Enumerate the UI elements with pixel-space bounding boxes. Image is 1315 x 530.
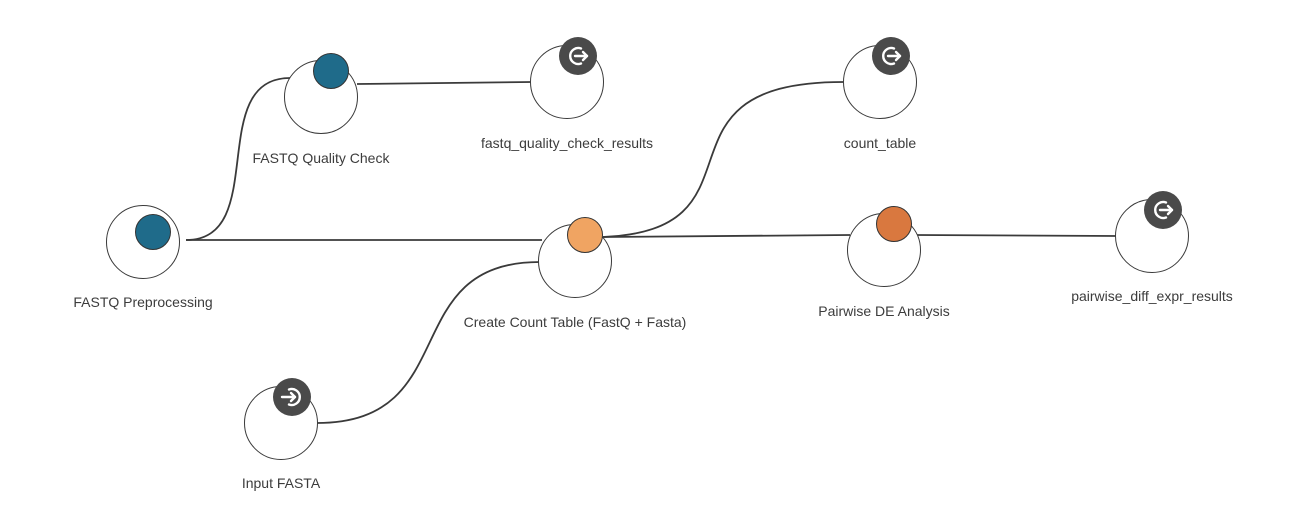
input-icon xyxy=(273,378,311,416)
node-label-fastq-preprocessing: FASTQ Preprocessing xyxy=(73,294,213,310)
edge-input-fasta-to-count-table xyxy=(316,261,541,424)
output-icon xyxy=(872,37,910,75)
node-input-fasta[interactable] xyxy=(244,378,318,460)
step-status-dot xyxy=(876,206,912,242)
node-label-fastq-quality-check: FASTQ Quality Check xyxy=(252,150,390,166)
node-pairwise-diff-expr-results[interactable] xyxy=(1115,191,1189,273)
node-label-create-count-table: Create Count Table (FastQ + Fasta) xyxy=(463,314,687,330)
output-icon xyxy=(559,37,597,75)
edge-quality-check-to-results xyxy=(356,81,533,85)
node-pairwise-de-analysis[interactable] xyxy=(847,206,921,287)
edge-count-table-to-count-table-output xyxy=(602,81,844,238)
node-label-pairwise-diff-expr-results: pairwise_diff_expr_results xyxy=(1071,288,1233,304)
node-label-pairwise-de-analysis: Pairwise DE Analysis xyxy=(818,303,950,319)
node-label-input-fasta: Input FASTA xyxy=(241,475,321,491)
step-status-dot xyxy=(313,53,349,89)
edge-count-table-to-pairwise-de xyxy=(602,234,851,238)
node-fastq-quality-check-results[interactable] xyxy=(530,37,604,119)
output-icon xyxy=(1144,191,1182,229)
node-label-fastq-quality-check-results: fastq_quality_check_results xyxy=(481,135,653,151)
node-fastq-quality-check[interactable] xyxy=(284,53,358,134)
step-status-dot xyxy=(567,217,603,253)
edge-preprocessing-to-quality-check xyxy=(185,77,291,241)
node-label-count-table-output: count_table xyxy=(843,135,917,151)
edge-pairwise-de-to-results xyxy=(914,234,1119,237)
node-fastq-preprocessing[interactable] xyxy=(106,205,180,279)
step-status-dot xyxy=(135,214,171,250)
node-count-table-output[interactable] xyxy=(843,37,917,119)
node-create-count-table[interactable] xyxy=(538,217,612,298)
